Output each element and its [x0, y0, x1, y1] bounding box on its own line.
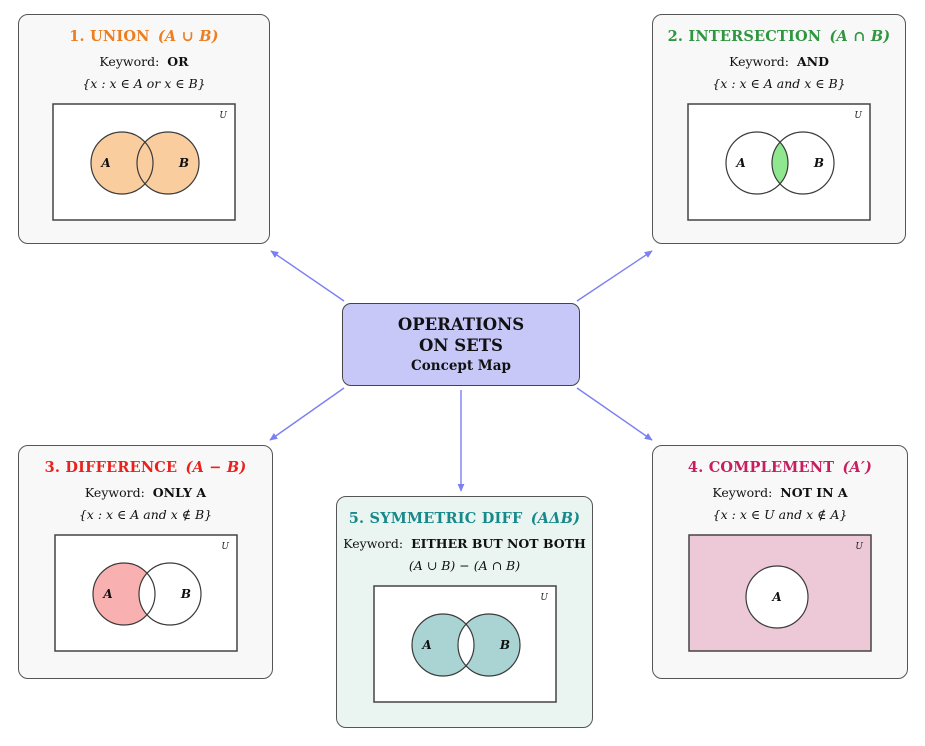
center-subtitle: Concept Map — [411, 357, 511, 374]
card-complement-title-math: (A′) — [842, 459, 873, 476]
svg-text:U: U — [219, 111, 227, 121]
svg-text:A: A — [735, 156, 745, 170]
card-intersection: 2. INTERSECTION (A ∩ B) Keyword: AND {x … — [652, 14, 906, 244]
svg-text:B: B — [179, 587, 190, 601]
arrow-to-complement — [576, 387, 653, 441]
card-union-title-math: (A ∪ B) — [157, 28, 219, 45]
card-symmetric-diff: 5. SYMMETRIC DIFF (AΔB) Keyword: EITHER … — [336, 496, 593, 728]
svg-text:U: U — [221, 542, 229, 552]
keyword-value: NOT IN A — [780, 485, 848, 500]
keyword-value: AND — [796, 54, 829, 69]
svg-text:B: B — [498, 638, 509, 652]
card-symmetric-formula: (A ∪ B) − (A ∩ B) — [408, 558, 521, 573]
card-difference-title-math: (A − B) — [185, 459, 247, 476]
card-complement-title-text: 4. COMPLEMENT — [687, 459, 835, 476]
card-difference-formula: {x : x ∈ A and x ∉ B} — [78, 507, 213, 522]
card-complement-title: 4. COMPLEMENT (A′) — [653, 459, 907, 476]
venn-diagram-intersection: A B U — [687, 103, 871, 221]
card-union-formula: {x : x ∈ A or x ∈ B} — [82, 76, 206, 91]
keyword-label: Keyword: — [99, 54, 160, 69]
card-difference: 3. DIFFERENCE (A − B) Keyword: ONLY A {x… — [18, 445, 273, 679]
keyword-value: EITHER BUT NOT BOTH — [411, 536, 586, 551]
card-intersection-title: 2. INTERSECTION (A ∩ B) — [653, 28, 905, 45]
arrow-to-union — [270, 250, 345, 302]
venn-wrap: A B U — [337, 585, 592, 703]
keyword-label: Keyword: — [343, 536, 404, 551]
card-complement: 4. COMPLEMENT (A′) Keyword: NOT IN A {x … — [652, 445, 908, 679]
arrow-to-difference — [269, 387, 345, 441]
card-difference-title-text: 3. DIFFERENCE — [44, 459, 178, 476]
card-union-keyword-line: Keyword: OR — [19, 54, 269, 69]
keyword-label: Keyword: — [712, 485, 773, 500]
venn-wrap: A B U — [19, 103, 269, 221]
center-title-line1: OPERATIONS — [397, 315, 525, 335]
card-complement-keyword-line: Keyword: NOT IN A — [653, 485, 907, 500]
card-symmetric-keyword-line: Keyword: EITHER BUT NOT BOTH — [337, 536, 592, 551]
venn-diagram-difference: A B U — [53, 534, 238, 652]
card-intersection-keyword-line: Keyword: AND — [653, 54, 905, 69]
svg-text:A: A — [771, 590, 781, 604]
arrow-to-intersection — [576, 250, 653, 302]
venn-diagram-union: A B U — [52, 103, 236, 221]
keyword-label: Keyword: — [729, 54, 789, 69]
card-intersection-formula: {x : x ∈ A and x ∈ B} — [712, 76, 846, 91]
svg-text:U: U — [854, 111, 862, 121]
card-difference-title: 3. DIFFERENCE (A − B) — [19, 459, 272, 476]
svg-text:U: U — [540, 593, 548, 603]
card-complement-formula: {x : x ∈ U and x ∉ A} — [712, 507, 848, 522]
card-difference-keyword-line: Keyword: ONLY A — [19, 485, 272, 500]
card-union-title-text: 1. UNION — [69, 28, 150, 45]
svg-text:A: A — [102, 587, 112, 601]
card-intersection-title-text: 2. INTERSECTION — [667, 28, 822, 45]
card-symmetric-title-math: (AΔB) — [530, 510, 581, 527]
card-union: 1. UNION (A ∪ B) Keyword: OR {x : x ∈ A … — [18, 14, 270, 244]
venn-wrap: A B U — [19, 534, 272, 652]
venn-diagram-complement: AU — [688, 534, 872, 652]
svg-text:A: A — [100, 156, 110, 170]
keyword-label: Keyword: — [84, 485, 145, 500]
card-intersection-title-math: (A ∩ B) — [829, 28, 891, 45]
svg-text:B: B — [813, 156, 824, 170]
center-node-operations-on-sets: OPERATIONS ON SETS Concept Map — [342, 303, 580, 386]
keyword-value: ONLY A — [152, 485, 207, 500]
svg-text:A: A — [421, 638, 431, 652]
keyword-value: OR — [167, 54, 189, 69]
card-union-title: 1. UNION (A ∪ B) — [19, 28, 269, 45]
card-symmetric-title: 5. SYMMETRIC DIFF (AΔB) — [337, 510, 592, 527]
svg-text:U: U — [855, 542, 863, 552]
card-symmetric-title-text: 5. SYMMETRIC DIFF — [348, 510, 523, 527]
svg-text:B: B — [178, 156, 189, 170]
venn-diagram-symmetric-diff: A B U — [372, 585, 557, 703]
venn-wrap: A B U — [653, 103, 905, 221]
center-title-line2: ON SETS — [419, 335, 503, 355]
